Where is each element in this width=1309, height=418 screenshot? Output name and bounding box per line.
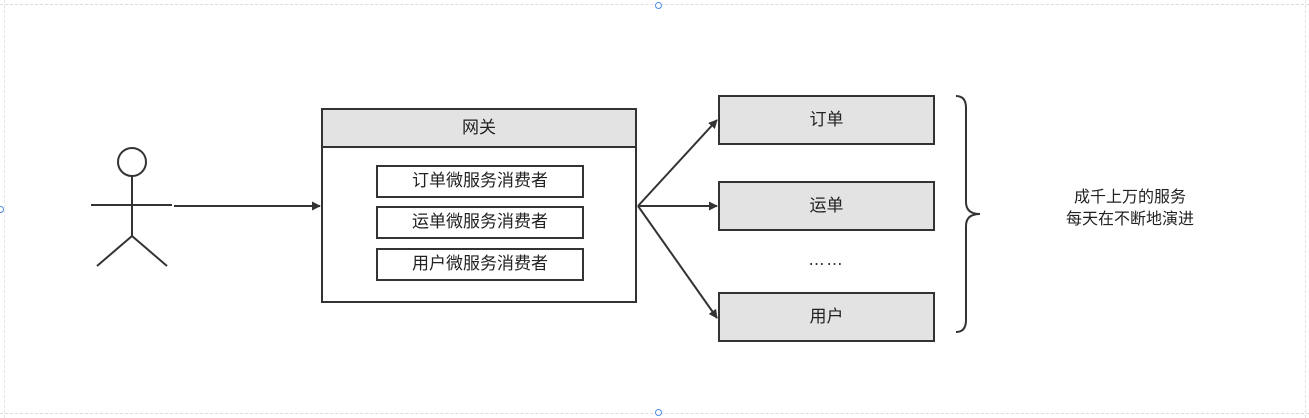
user-actor-icon [91, 147, 172, 267]
services-note-line-1: 成千上万的服务 [1073, 187, 1186, 206]
waybill-consumer-box[interactable]: 运单微服务消费者 [376, 206, 584, 239]
canvas-guide-left [4, 0, 5, 418]
canvas-guide-right [1305, 0, 1306, 418]
gateway-box[interactable]: 网关 订单微服务消费者 运单微服务消费者 用户微服务消费者 [321, 108, 637, 303]
canvas-guide-top [0, 4, 1309, 5]
arrow-gateway-to-user[interactable] [637, 205, 718, 319]
services-note: 成千上万的服务 每天在不断地演进 [1030, 186, 1230, 230]
services-note-line-2: 每天在不断地演进 [1065, 209, 1194, 228]
resize-handle-top[interactable] [655, 2, 662, 9]
user-consumer-box[interactable]: 用户微服务消费者 [376, 248, 584, 281]
curly-brace [955, 95, 981, 333]
canvas-guide-bottom [0, 413, 1309, 414]
gateway-title: 网关 [323, 110, 635, 148]
resize-handle-left[interactable] [0, 206, 4, 213]
waybill-service-box[interactable]: 运单 [718, 181, 935, 231]
arrow-gateway-to-order[interactable] [637, 119, 718, 207]
order-service-box[interactable]: 订单 [718, 95, 935, 145]
order-consumer-box[interactable]: 订单微服务消费者 [376, 165, 584, 198]
user-service-box[interactable]: 用户 [718, 292, 935, 342]
resize-handle-bottom[interactable] [655, 409, 662, 416]
ellipsis-text: …… [808, 250, 845, 269]
